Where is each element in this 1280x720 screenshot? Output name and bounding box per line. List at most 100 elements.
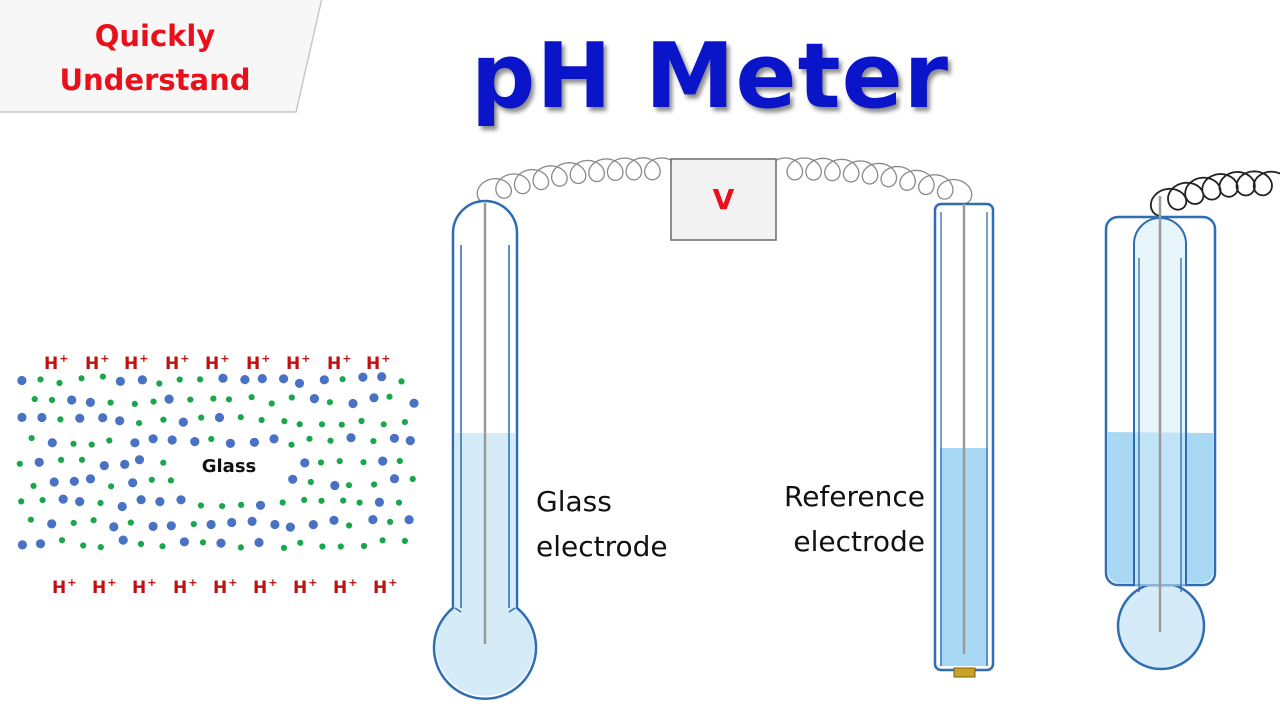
- glass-particle-blue: [98, 413, 108, 423]
- glass-particle-green: [379, 537, 386, 544]
- hydrogen-ion: H+: [366, 352, 390, 374]
- glass-particle-green: [288, 394, 295, 401]
- glass-particle-green: [198, 414, 205, 421]
- glass-particle-blue: [69, 476, 79, 486]
- glass-particle-blue: [389, 433, 399, 443]
- glass-particle-green: [296, 421, 303, 428]
- glass-particle-green: [159, 543, 166, 550]
- glass-electrode-label-line-1: Glass: [536, 485, 612, 518]
- glass-particle-green: [318, 497, 325, 504]
- glass-particle-green: [339, 376, 346, 383]
- glass-particle-blue: [166, 521, 176, 531]
- hydrogen-ion-symbol: H: [327, 354, 342, 374]
- glass-particle-green: [301, 496, 308, 503]
- badge-box: [0, 0, 323, 113]
- glass-particle-green: [326, 399, 333, 406]
- hydrogen-ion: H+: [92, 576, 116, 598]
- hydrogen-ion-charge: +: [261, 352, 271, 365]
- glass-particle-green: [27, 516, 34, 523]
- glass-particle-blue: [240, 375, 250, 385]
- glass-particle-blue: [346, 433, 356, 443]
- glass-particle-green: [16, 460, 23, 467]
- hydrogen-ion: H+: [286, 352, 310, 374]
- glass-particle-blue: [35, 539, 46, 549]
- hydrogen-ion-symbol: H: [373, 578, 388, 598]
- glass-particle-blue: [118, 535, 128, 545]
- glass-particle-blue: [115, 416, 125, 426]
- glass-particle-blue: [218, 373, 228, 383]
- glass-particle-blue: [167, 435, 177, 445]
- reference-electrode-label-line-2: electrode: [793, 525, 925, 558]
- glass-particle-green: [176, 376, 183, 383]
- glass-particle-blue: [319, 375, 329, 385]
- hydrogen-ion: H+: [293, 576, 317, 598]
- glass-particle-blue: [85, 474, 96, 484]
- glass-particle-blue: [148, 434, 158, 444]
- hydrogen-ion-charge: +: [228, 576, 238, 589]
- glass-particle-green: [208, 435, 215, 443]
- hydrogen-ion-symbol: H: [366, 354, 381, 374]
- glass-particle-green: [398, 378, 405, 385]
- glass-particle-green: [268, 400, 275, 407]
- glass-particle-blue: [75, 497, 85, 507]
- hydrogen-ion-charge: +: [381, 352, 391, 365]
- glass-particle-blue: [75, 413, 85, 423]
- glass-particle-green: [167, 477, 174, 484]
- hydrogen-ion-charge: +: [188, 576, 198, 589]
- hydrogen-ion: H+: [85, 352, 109, 374]
- glass-particle-blue: [120, 459, 130, 469]
- glass-particle-green: [137, 540, 145, 548]
- hydrogen-ion: H+: [253, 576, 277, 598]
- badge-text: Quickly Understand: [40, 14, 270, 102]
- glass-particle-green: [106, 437, 113, 444]
- glass-particle-green: [148, 476, 155, 483]
- glass-particle-blue: [227, 517, 237, 528]
- glass-particle-blue: [369, 393, 379, 403]
- glass-particle-green: [28, 435, 35, 442]
- glass-membrane-label: Glass: [201, 456, 257, 477]
- glass-particle-blue: [17, 375, 27, 386]
- hydrogen-ion-symbol: H: [205, 354, 220, 374]
- glass-particle-green: [57, 416, 64, 423]
- glass-particle-blue: [164, 394, 174, 404]
- glass-particle-blue: [67, 395, 77, 405]
- hydrogen-ion-charge: +: [220, 352, 230, 365]
- badge-line-2: Understand: [59, 63, 251, 97]
- glass-particle-green: [190, 521, 197, 528]
- glass-particle-blue: [130, 438, 140, 448]
- coil-wire-right: [767, 157, 973, 205]
- glass-particle-blue: [58, 494, 68, 504]
- glass-particle-green: [136, 420, 143, 427]
- hydrogen-ion-symbol: H: [44, 354, 59, 374]
- glass-particle-blue: [294, 378, 305, 388]
- glass-particle-green: [37, 376, 44, 383]
- glass-particle-green: [30, 482, 37, 489]
- glass-electrode-label-line-2: electrode: [536, 530, 668, 563]
- glass-particle-green: [396, 457, 403, 465]
- glass-electrode-inner-tube: [460, 245, 510, 608]
- glass-particle-green: [258, 416, 265, 424]
- hydrogen-ion-symbol: H: [253, 578, 268, 598]
- glass-particle-blue: [134, 455, 145, 465]
- combined-electrode: [1104, 196, 1217, 671]
- hydrogen-ion-symbol: H: [124, 354, 139, 374]
- hydrogen-ion: H+: [124, 352, 148, 374]
- glass-particle-blue: [374, 497, 384, 507]
- glass-particle-green: [371, 481, 378, 488]
- glass-particle-blue: [330, 480, 340, 491]
- glass-particle-green: [237, 544, 244, 551]
- glass-particle-green: [338, 421, 345, 428]
- hydrogen-ion-symbol: H: [213, 578, 228, 598]
- glass-particle-green: [97, 499, 104, 507]
- glass-particle-blue: [99, 461, 109, 471]
- glass-particle-blue: [300, 458, 310, 468]
- glass-particle-green: [127, 519, 134, 526]
- glass-particle-blue: [309, 394, 319, 404]
- glass-particle-blue: [368, 515, 378, 525]
- glass-particle-green: [340, 497, 347, 504]
- glass-particle-blue: [137, 375, 147, 385]
- glass-particle-blue: [17, 412, 27, 422]
- hydrogen-ion: H+: [44, 352, 68, 374]
- glass-particle-green: [346, 522, 353, 529]
- glass-particle-blue: [206, 519, 216, 530]
